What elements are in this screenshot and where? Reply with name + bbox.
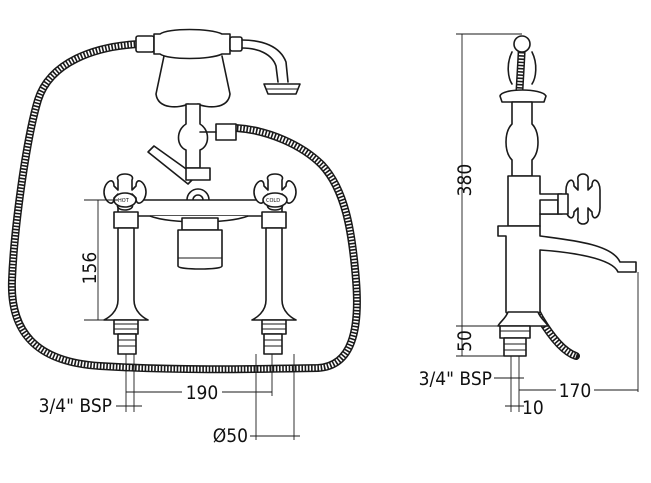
cold-valve: COLD xyxy=(251,173,297,355)
side-dimensions: 380 50 3/4" BSP 170 10 xyxy=(419,33,639,419)
dimension-offset: 10 xyxy=(522,397,544,419)
shower-hose-front xyxy=(7,40,361,374)
dimension-diameter: Ø50 xyxy=(213,425,248,447)
dimension-inlet-front: 3/4" BSP xyxy=(39,395,112,417)
hand-shower xyxy=(135,28,301,108)
cradle-post xyxy=(177,103,237,169)
hot-valve: HOT xyxy=(103,173,149,355)
cold-label: COLD xyxy=(266,198,280,204)
dimension-width-centres: 190 xyxy=(186,382,219,404)
hot-label: HOT xyxy=(118,198,130,204)
side-view: 380 50 3/4" BSP 170 10 xyxy=(419,33,639,419)
dimension-reach: 170 xyxy=(559,380,592,402)
dimension-inlet-side: 3/4" BSP xyxy=(419,368,492,390)
front-view: HOT COLD xyxy=(7,28,361,447)
side-body xyxy=(497,173,637,357)
side-cradle xyxy=(499,35,547,177)
dimension-height-base: 50 xyxy=(454,330,476,352)
front-dimensions: 156 190 3/4" BSP Ø50 xyxy=(39,199,300,447)
dimension-height-total: 380 xyxy=(454,164,476,197)
mixer-body xyxy=(117,199,283,270)
dimension-height-deck: 156 xyxy=(79,252,101,285)
